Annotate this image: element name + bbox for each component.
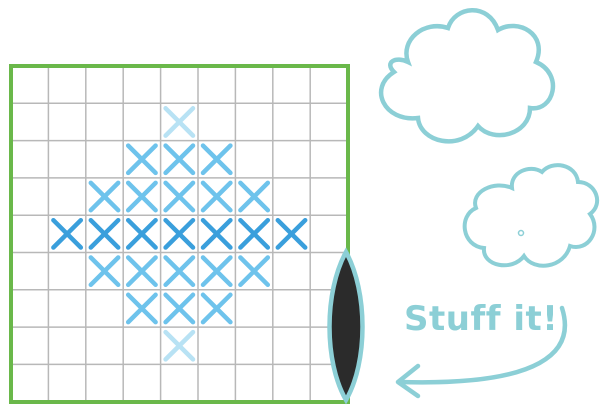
cross-stitch bbox=[240, 183, 267, 210]
cross-stitch bbox=[203, 183, 230, 210]
cross-stitch bbox=[166, 146, 193, 173]
stuff-it-caption: Stuff it! bbox=[404, 302, 558, 336]
stuffing-opening bbox=[330, 252, 363, 400]
cloud-large-icon bbox=[381, 10, 553, 141]
cross-stitch bbox=[166, 183, 193, 210]
cross-stitch bbox=[91, 258, 118, 285]
cross-stitch bbox=[128, 183, 155, 210]
cross-stitch bbox=[128, 220, 155, 247]
cross-stitch bbox=[91, 220, 118, 247]
cross-stitch bbox=[203, 220, 230, 247]
cross-stitch bbox=[166, 295, 193, 322]
cross-stitch bbox=[128, 258, 155, 285]
cross-stitch bbox=[203, 295, 230, 322]
cross-stitch bbox=[203, 146, 230, 173]
cross-stitch bbox=[166, 258, 193, 285]
cross-stitch bbox=[278, 220, 305, 247]
cross-stitch bbox=[53, 220, 80, 247]
cross-stitch bbox=[203, 258, 230, 285]
cross-stitch bbox=[240, 258, 267, 285]
cross-stitch bbox=[166, 220, 193, 247]
stitch-pattern bbox=[53, 108, 305, 359]
cross-stitch bbox=[128, 146, 155, 173]
cross-stitch bbox=[240, 220, 267, 247]
cross-stitch bbox=[166, 332, 193, 359]
cross-stitch bbox=[128, 295, 155, 322]
cross-stitch bbox=[166, 108, 193, 135]
cloud-small-icon bbox=[465, 165, 597, 266]
cross-stitch bbox=[91, 183, 118, 210]
